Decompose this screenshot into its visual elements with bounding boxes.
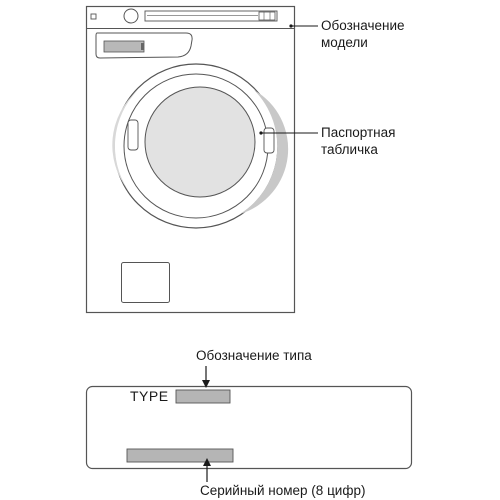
- program-knob: [123, 8, 139, 24]
- model-label: Обозначение модели: [321, 17, 405, 51]
- plate-label: Паспортная табличка: [321, 124, 395, 158]
- model-label-line1: Обозначение: [321, 18, 405, 33]
- service-hatch: [121, 262, 170, 303]
- rating-plate-card: [85, 385, 413, 470]
- serial-number-label: Серийный номер (8 цифр): [200, 483, 366, 498]
- door-hinge: [263, 127, 275, 154]
- model-label-line2: модели: [321, 35, 368, 50]
- door-glass: [144, 86, 256, 198]
- type-designation-label: Обозначение типа: [196, 348, 312, 363]
- type-field: [175, 389, 231, 404]
- plate-label-line1: Паспортная: [321, 125, 396, 140]
- drawer-handle: [103, 40, 145, 53]
- model-plate-marker: [258, 11, 276, 21]
- serial-field: [126, 448, 234, 463]
- plate-label-line2: табличка: [321, 142, 378, 157]
- type-text: TYPE: [130, 388, 169, 404]
- display-strip: [144, 10, 278, 22]
- power-indicator: [90, 13, 97, 20]
- door-shading: [240, 90, 289, 214]
- door-handle: [127, 119, 139, 151]
